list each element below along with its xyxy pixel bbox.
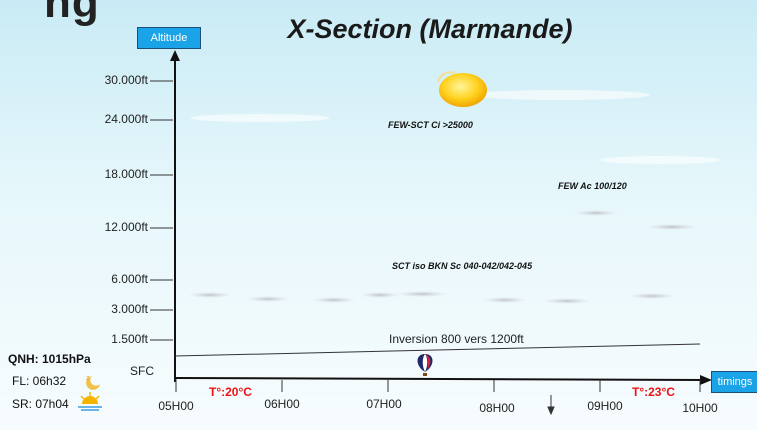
altitude-tick-label-surface: SFC: [130, 364, 154, 378]
fl-time: FL: 06h32: [12, 374, 67, 388]
time-tick-label: 06H00: [264, 397, 300, 411]
qnh-value: QNH: 1015hPa: [8, 352, 91, 366]
time-tick-marks: [175, 379, 701, 416]
moon-icon: z: [86, 375, 100, 390]
sr-time: SR: 07h04: [12, 397, 69, 411]
altitude-tick-label: 3.000ft: [111, 302, 148, 316]
background-clouds: [190, 90, 720, 164]
altitude-tick-marks: [150, 80, 173, 341]
balloon-icon: [417, 354, 433, 376]
inversion-line: [174, 343, 701, 357]
x-axis-line: [174, 377, 706, 381]
time-tick-label: 07H00: [366, 397, 402, 411]
stratocumulus-layer-label: SCT iso BKN Sc 040-042/042-045: [392, 261, 533, 271]
y-axis-arrow: [170, 50, 180, 61]
inversion-label: Inversion 800 vers 1200ft: [389, 332, 524, 346]
altocumulus-layer-label: FEW Ac 100/120: [558, 181, 627, 191]
svg-text:z: z: [86, 375, 90, 382]
time-tick-label: 08H00: [479, 401, 515, 415]
altitude-tick-label: 30.000ft: [104, 73, 148, 87]
altocumulus-clouds: [574, 210, 698, 230]
time-tick-label: 09H00: [587, 399, 623, 413]
cropped-title-fragment: ng: [44, 0, 100, 27]
cirrus-layer-label: FEW-SCT Ci >25000: [388, 120, 473, 130]
timings-axis-label: timings: [711, 371, 757, 393]
time-tick-label: 10H00: [682, 401, 718, 415]
x-axis-arrow: [700, 375, 712, 385]
time-tick-label: 05H00: [158, 399, 194, 413]
altitude-tick-label: 6.000ft: [111, 272, 148, 286]
start-temperature: T°:20°C: [209, 385, 252, 399]
altitude-axis-label: Altitude: [137, 27, 201, 49]
sunrise-icon: [78, 392, 102, 411]
altitude-tick-label: 1.500ft: [111, 332, 148, 346]
end-temperature: T°:23°C: [632, 385, 675, 399]
stratocumulus-clouds: [188, 291, 676, 304]
sun-icon: [437, 71, 487, 107]
altitude-tick-label: 12.000ft: [104, 220, 148, 234]
page-title: X-Section (Marmande): [287, 14, 573, 44]
altitude-tick-label: 18.000ft: [104, 167, 148, 181]
altitude-tick-label: 24.000ft: [104, 112, 148, 126]
